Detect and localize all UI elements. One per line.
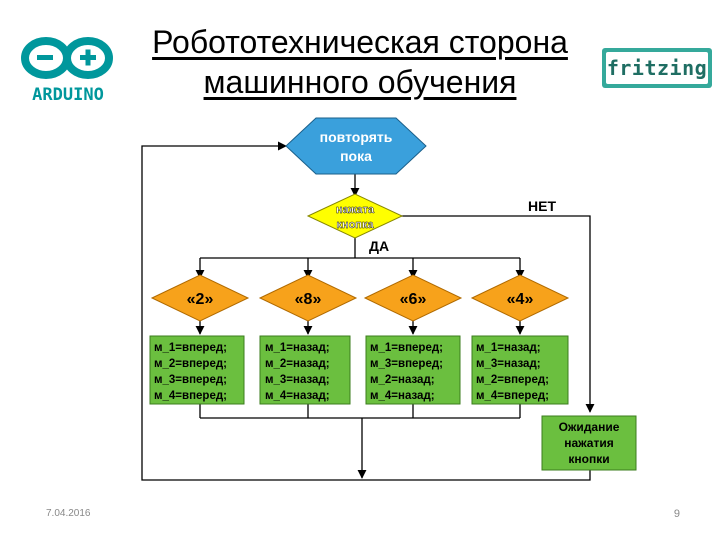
case-label-2: «8» (295, 291, 322, 308)
action-box-1 (149, 335, 245, 405)
slide-title: Робототехническая сторона машинного обуч… (80, 22, 640, 102)
action-4-line-3: м_2=вперед; (476, 374, 549, 386)
wait-label-line-1: Ожидание (559, 420, 620, 434)
action-box-2 (259, 335, 351, 405)
loop-hexagon (285, 117, 427, 175)
case-label-4: «4» (507, 291, 534, 308)
case-diamond-1 (150, 274, 250, 322)
arduino-logo: ARDUINO (21, 37, 113, 104)
case-label-3: «6» (400, 291, 427, 308)
connector-loop-back (141, 141, 591, 481)
action-3-line-1: м_1=вперед; (370, 342, 443, 354)
case-diamond-4 (470, 274, 570, 322)
action-4-line-4: м_4=вперед; (476, 390, 549, 402)
case-diamond-2 (258, 274, 358, 322)
loop-label-line-2: пока (340, 148, 372, 164)
page-number: 9 (673, 508, 680, 520)
yes-label: ДА (369, 238, 389, 254)
fritzing-wordmark: fritzing (606, 52, 708, 84)
action-1-line-3: м_3=вперед; (154, 374, 227, 386)
loop-label-line-1: повторять (320, 129, 393, 145)
title-line-2: машинного обучения (203, 64, 517, 100)
connector-no-to-wait (400, 215, 595, 413)
title-line-1: Робототехническая сторона (152, 24, 568, 60)
wait-box (541, 415, 637, 471)
action-3-line-2: м_3=вперед; (370, 358, 443, 370)
action-3-line-3: м_2=назад; (370, 374, 435, 386)
action-1-line-4: м_4=вперед; (154, 390, 227, 402)
case-label-1: «2» (187, 291, 214, 308)
action-box-4 (471, 335, 569, 405)
action-2-line-3: м_3=назад; (265, 374, 330, 386)
case-diamond-3 (363, 274, 463, 322)
action-2-line-4: м_4=назад; (265, 390, 330, 402)
action-2-line-2: м_2=назад; (265, 358, 330, 370)
action-1-line-2: м_2=вперед; (154, 358, 227, 370)
action-2-line-1: м_1=назад; (265, 342, 330, 354)
wait-label-line-2: нажатия (564, 436, 614, 450)
wait-label-line-3: кнопки (568, 452, 609, 466)
action-3-line-4: м_4=назад; (370, 390, 435, 402)
no-label: НЕТ (528, 198, 556, 214)
action-1-line-1: м_1=вперед; (154, 342, 227, 354)
fritzing-logo: fritzing (602, 48, 712, 88)
action-4-line-2: м_3=назад; (476, 358, 541, 370)
decision-label-line-1: нажата (336, 204, 375, 216)
action-box-3 (365, 335, 461, 405)
footer-date: 7.04.2016 (46, 508, 91, 519)
decision-diamond (306, 193, 404, 239)
action-4-line-1: м_1=назад; (476, 342, 541, 354)
decision-label-line-2: кнопка (336, 219, 374, 231)
arduino-wordmark: ARDUINO (32, 85, 104, 104)
